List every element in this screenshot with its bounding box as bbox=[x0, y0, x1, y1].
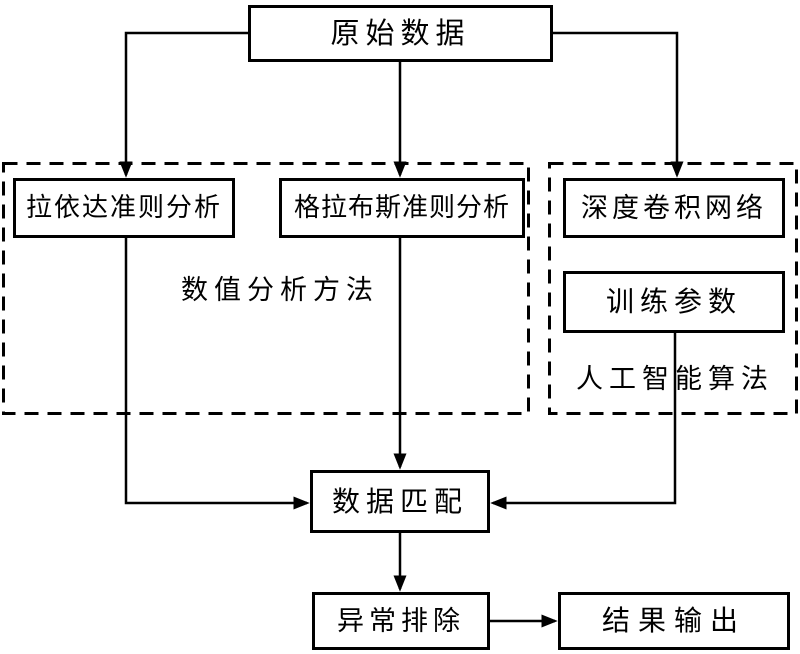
node-deep-convolutional-network: 深度卷积网络 bbox=[563, 178, 785, 238]
arrow-train-to-match bbox=[490, 333, 677, 510]
ai-algorithms-group-label: 人工智能算法 bbox=[576, 364, 774, 395]
arrow-raw-to-pauta bbox=[119, 31, 248, 178]
node-grubbs-criterion-analysis: 格拉布斯准则分析 bbox=[279, 178, 525, 238]
node-anomaly-elimination: 异常排除 bbox=[312, 592, 490, 650]
node-training-parameters: 训练参数 bbox=[563, 271, 785, 333]
node-raw-data: 原始数据 bbox=[248, 5, 553, 62]
node-pauta-criterion-analysis: 拉依达准则分析 bbox=[13, 178, 235, 238]
arrow-pauta-to-match bbox=[124, 238, 310, 510]
numerical-methods-group-border bbox=[2, 162, 530, 415]
numerical-methods-group-label: 数值分析方法 bbox=[181, 275, 379, 306]
arrow-raw-to-dcnn bbox=[553, 31, 684, 178]
node-data-matching: 数据匹配 bbox=[310, 470, 490, 533]
node-result-output: 结果输出 bbox=[558, 592, 790, 650]
